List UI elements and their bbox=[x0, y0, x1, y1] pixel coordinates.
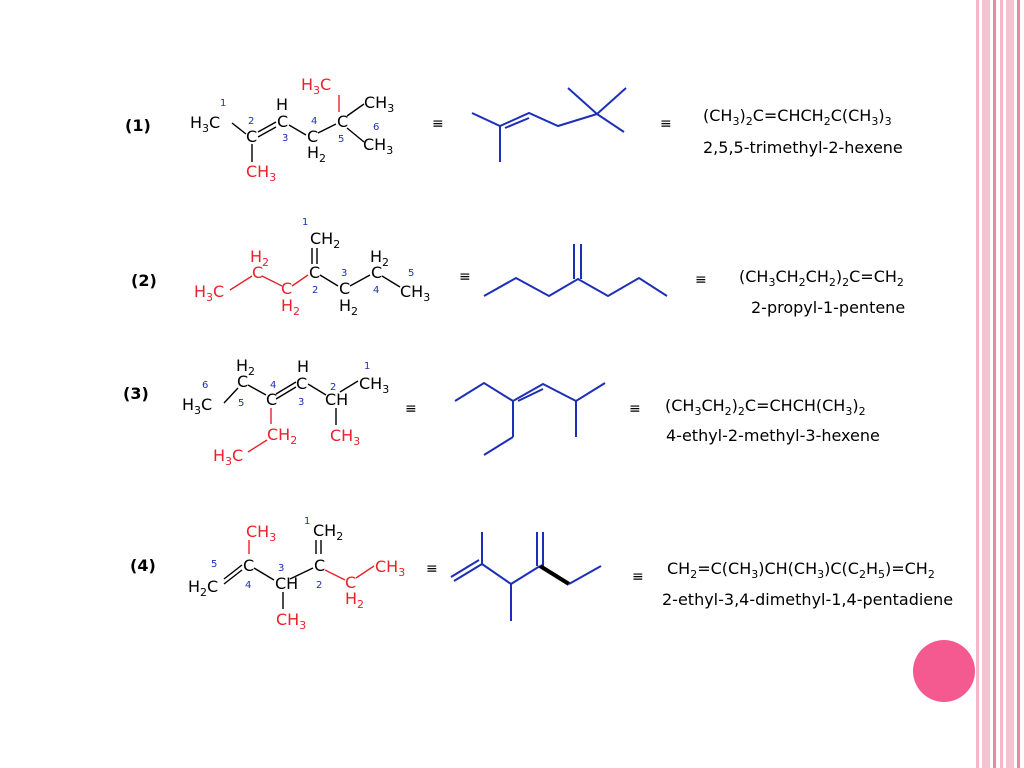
svg-text:≡: ≡ bbox=[405, 401, 417, 417]
compound-4-skeletal-structure bbox=[450, 532, 602, 621]
svg-text:3: 3 bbox=[298, 397, 304, 408]
svg-text:≡: ≡ bbox=[459, 269, 471, 285]
svg-text:H2: H2 bbox=[281, 296, 300, 318]
svg-text:C: C bbox=[339, 279, 350, 298]
svg-text:C: C bbox=[314, 556, 325, 575]
svg-text:5: 5 bbox=[238, 398, 244, 409]
svg-text:≡: ≡ bbox=[426, 561, 438, 577]
svg-text:2: 2 bbox=[316, 580, 322, 591]
svg-text:C: C bbox=[277, 112, 288, 131]
svg-text:H3C: H3C bbox=[182, 395, 212, 417]
compound-1-condensed-structure: 1 H3C 2 C H C 3 4 C H2 C 5 H3C CH3 6 CH3… bbox=[190, 75, 394, 184]
compound-4-formula: CH2=C(CH3)CH(CH3)C(C2H5)=CH2 bbox=[667, 559, 935, 581]
compound-4-index: (4) bbox=[130, 556, 156, 575]
svg-text:CH3: CH3 bbox=[375, 557, 405, 579]
compound-1-formula: (CH3)2C=CHCH2C(CH3)3 bbox=[703, 106, 892, 128]
compound-3-skeletal-structure bbox=[454, 381, 606, 456]
svg-text:2: 2 bbox=[248, 116, 254, 127]
svg-text:2: 2 bbox=[312, 285, 318, 296]
svg-text:C: C bbox=[266, 390, 277, 409]
slide-border-right bbox=[976, 0, 1024, 768]
svg-text:CH3: CH3 bbox=[246, 522, 276, 544]
svg-text:1: 1 bbox=[304, 516, 310, 527]
svg-text:CH3: CH3 bbox=[330, 426, 360, 448]
compound-3-index: (3) bbox=[123, 384, 149, 403]
svg-text:4: 4 bbox=[311, 116, 317, 127]
svg-text:H: H bbox=[297, 357, 309, 376]
compound-3-row: (3) H2 C 6 H3C 5 4 C H C 3 2 CH 1 CH3 CH… bbox=[123, 356, 880, 468]
compound-4-condensed-structure: CH3 1 CH2 C 5 H2C 4 3 CH C 2 C H2 CH3 CH… bbox=[188, 516, 405, 632]
compound-2-skeletal-structure bbox=[483, 244, 668, 298]
svg-text:≡: ≡ bbox=[695, 272, 707, 288]
svg-text:C: C bbox=[296, 374, 307, 393]
svg-text:4: 4 bbox=[245, 580, 251, 591]
compound-3-name: 4-ethyl-2-methyl-3-hexene bbox=[666, 426, 880, 445]
svg-text:5: 5 bbox=[211, 559, 217, 570]
svg-text:CH3: CH3 bbox=[363, 135, 393, 157]
svg-text:H3C: H3C bbox=[194, 282, 224, 304]
svg-text:6: 6 bbox=[202, 380, 208, 391]
svg-text:H: H bbox=[276, 95, 288, 114]
compound-2-index: (2) bbox=[131, 271, 157, 290]
svg-text:C: C bbox=[237, 372, 248, 391]
svg-text:CH3: CH3 bbox=[276, 610, 306, 632]
svg-text:CH2: CH2 bbox=[313, 521, 343, 543]
compound-3-condensed-structure: H2 C 6 H3C 5 4 C H C 3 2 CH 1 CH3 CH2 H3… bbox=[182, 356, 389, 468]
svg-text:C: C bbox=[309, 263, 320, 282]
compound-2-name: 2-propyl-1-pentene bbox=[751, 298, 905, 317]
compound-1-row: (1) 1 H3C 2 C H C 3 4 C H2 C 5 H3C CH3 6… bbox=[125, 75, 903, 184]
svg-text:C: C bbox=[307, 127, 318, 146]
compound-2-condensed-structure: 1 CH2 H2 C H3C C H2 C 2 3 C H2 H2 C 4 5 … bbox=[194, 217, 430, 318]
svg-text:H2: H2 bbox=[307, 143, 326, 165]
svg-text:H3C: H3C bbox=[190, 113, 220, 135]
svg-text:CH3: CH3 bbox=[246, 162, 276, 184]
compound-4-row: (4) CH3 1 CH2 C 5 H2C 4 3 CH C 2 C H2 CH… bbox=[130, 516, 953, 632]
svg-text:C: C bbox=[246, 127, 257, 146]
svg-text:H2: H2 bbox=[345, 589, 364, 611]
svg-text:≡: ≡ bbox=[632, 569, 644, 585]
svg-text:4: 4 bbox=[373, 285, 379, 296]
pink-circle-icon bbox=[913, 640, 975, 702]
svg-text:CH3: CH3 bbox=[364, 93, 394, 115]
svg-text:≡: ≡ bbox=[432, 116, 444, 132]
svg-text:3: 3 bbox=[278, 563, 284, 574]
svg-text:CH: CH bbox=[275, 574, 298, 593]
compound-3-formula: (CH3CH2)2C=CHCH(CH3)2 bbox=[665, 396, 866, 418]
svg-text:1: 1 bbox=[364, 361, 370, 372]
compound-1-name: 2,5,5-trimethyl-2-hexene bbox=[703, 138, 903, 157]
svg-text:H3C: H3C bbox=[301, 75, 331, 97]
svg-text:CH3: CH3 bbox=[400, 282, 430, 304]
svg-text:3: 3 bbox=[341, 268, 347, 279]
svg-text:C: C bbox=[281, 279, 292, 298]
svg-text:6: 6 bbox=[373, 122, 379, 133]
svg-text:H2: H2 bbox=[339, 296, 358, 318]
svg-text:5: 5 bbox=[408, 268, 414, 279]
svg-text:2: 2 bbox=[330, 382, 336, 393]
svg-text:C: C bbox=[337, 112, 348, 131]
svg-text:CH: CH bbox=[325, 390, 348, 409]
svg-text:CH3: CH3 bbox=[359, 374, 389, 396]
svg-text:1: 1 bbox=[220, 98, 226, 109]
svg-text:H3C: H3C bbox=[213, 446, 243, 468]
svg-text:C: C bbox=[345, 573, 356, 592]
svg-text:H2C: H2C bbox=[188, 577, 218, 599]
svg-text:C: C bbox=[243, 556, 254, 575]
svg-text:CH2: CH2 bbox=[310, 229, 340, 251]
svg-text:≡: ≡ bbox=[660, 116, 672, 132]
svg-text:C: C bbox=[371, 263, 382, 282]
svg-text:4: 4 bbox=[270, 380, 276, 391]
compound-1-index: (1) bbox=[125, 116, 151, 135]
svg-text:CH2: CH2 bbox=[267, 425, 297, 447]
svg-text:C: C bbox=[252, 263, 263, 282]
compound-1-skeletal-structure bbox=[471, 87, 627, 162]
compound-2-row: (2) 1 CH2 H2 C H3C C H2 C 2 3 C H2 H2 C … bbox=[131, 217, 905, 318]
svg-text:5: 5 bbox=[338, 134, 344, 145]
svg-text:1: 1 bbox=[302, 217, 308, 228]
svg-text:3: 3 bbox=[282, 133, 288, 144]
compound-2-formula: (CH3CH2CH2)2C=CH2 bbox=[739, 267, 904, 289]
compound-4-name: 2-ethyl-3,4-dimethyl-1,4-pentadiene bbox=[662, 590, 953, 609]
svg-text:≡: ≡ bbox=[629, 401, 641, 417]
